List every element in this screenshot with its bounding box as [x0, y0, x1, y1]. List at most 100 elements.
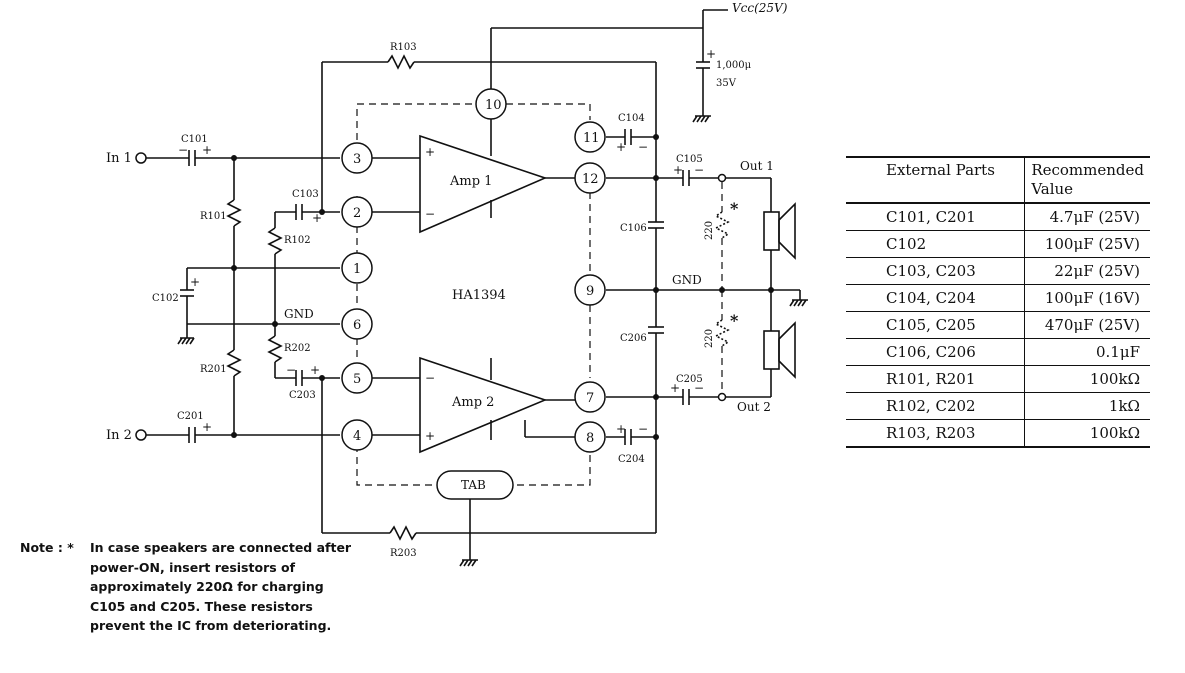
svg-text:11: 11: [583, 131, 600, 146]
r103-label: R103: [390, 42, 417, 53]
c206-label: C206: [620, 333, 647, 344]
amp1-triangle: [419, 134, 548, 234]
parts-cell: C105, C205: [846, 311, 1026, 339]
speaker-icon: [763, 178, 796, 290]
table-header-row: External Parts Recommended Value: [846, 156, 1150, 204]
r101-label: R101: [200, 211, 227, 222]
amp1-label: Amp 1: [449, 174, 492, 189]
pin-5: 5: [341, 362, 373, 394]
resistor-220-top: 220: [704, 221, 715, 240]
out1-label: Out 1: [740, 159, 774, 173]
svg-text:10: 10: [485, 98, 502, 113]
svg-text:8: 8: [586, 431, 594, 446]
pin-2: 2: [341, 196, 373, 228]
svg-text:12: 12: [582, 172, 599, 187]
parts-cell: R103, R203: [846, 419, 1026, 448]
svg-text:7: 7: [586, 391, 594, 406]
value-cell: 470μF (25V): [1024, 311, 1150, 339]
svg-text:+: +: [190, 275, 200, 289]
value-cell: 22μF (25V): [1024, 257, 1150, 285]
pin-3: 3: [341, 142, 373, 174]
gnd-label-left: GND: [284, 307, 314, 321]
svg-text:2: 2: [353, 206, 361, 221]
svg-text:−: −: [286, 363, 296, 377]
supply-cap-value: 1,000μ: [716, 60, 752, 71]
svg-text:−: −: [638, 140, 648, 154]
svg-text:+: +: [616, 140, 626, 154]
svg-text:+: +: [670, 381, 680, 395]
header-external-parts: External Parts: [846, 156, 1026, 204]
out2-label: Out 2: [737, 400, 771, 414]
c104-label: C104: [618, 113, 645, 124]
amp2-label: Amp 2: [451, 395, 494, 410]
svg-text:+: +: [616, 422, 626, 436]
r202-label: R202: [284, 343, 311, 354]
c205-label: C205: [676, 374, 703, 385]
value-cell: 100μF (16V): [1024, 284, 1150, 312]
amp2-triangle: [419, 356, 548, 454]
pin-6: 6: [341, 308, 373, 340]
value-cell: 0.1μF: [1024, 338, 1150, 366]
tab-label: TAB: [461, 478, 486, 492]
pin-1: 1: [341, 252, 373, 284]
r201-label: R201: [200, 364, 227, 375]
vcc-label: Vcc(25V): [732, 1, 788, 15]
note-block: Note : * In case speakers are connected …: [20, 538, 360, 636]
svg-text:−: −: [694, 381, 704, 395]
in1-label: In 1: [106, 151, 132, 166]
c201-label: C201: [177, 411, 204, 422]
svg-text:3: 3: [353, 152, 361, 167]
svg-text:+: +: [673, 163, 683, 177]
c105-label: C105: [676, 154, 703, 165]
pin-4: 4: [341, 419, 373, 451]
svg-text:9: 9: [586, 284, 594, 299]
pin-8: 8: [574, 421, 606, 453]
svg-text:−: −: [425, 207, 435, 221]
svg-text:+: +: [310, 363, 320, 377]
parts-cell: C103, C203: [846, 257, 1026, 285]
pin-9: 9: [574, 274, 606, 306]
svg-text:−: −: [425, 371, 435, 385]
value-cell: 100kΩ: [1024, 365, 1150, 393]
c101-label: C101: [181, 134, 208, 145]
resistor-220-bottom: 220: [704, 329, 715, 348]
value-cell: 1kΩ: [1024, 392, 1150, 420]
svg-text:4: 4: [353, 429, 361, 444]
pin-7: 7: [574, 381, 606, 413]
ic-name-label: HA1394: [452, 288, 506, 303]
svg-text:+: +: [202, 143, 212, 157]
svg-text:5: 5: [353, 372, 361, 387]
parts-cell: C104, C204: [846, 284, 1026, 312]
c204-label: C204: [618, 454, 645, 465]
parts-cell: R102, C202: [846, 392, 1026, 420]
pin-12: 12: [574, 162, 606, 194]
note-prefix: Note : *: [20, 540, 74, 555]
svg-text:+: +: [706, 47, 716, 61]
svg-text:−: −: [638, 422, 648, 436]
tab-pin: [436, 470, 514, 500]
supply-cap-voltage: 35V: [716, 78, 737, 89]
pin-11: 11: [574, 121, 606, 153]
value-cell: 4.7μF (25V): [1024, 203, 1150, 231]
r102-label: R102: [284, 235, 311, 246]
recommended-parts-table: External Parts Recommended Value C101, C…: [846, 156, 1150, 448]
parts-cell: C101, C201: [846, 203, 1026, 231]
asterisk-top: *: [730, 199, 739, 218]
value-cell: 100μF (25V): [1024, 230, 1150, 258]
r203-label: R203: [390, 548, 417, 559]
svg-text:+: +: [312, 211, 322, 225]
c103-label: C103: [292, 189, 319, 200]
svg-text:+: +: [202, 420, 212, 434]
value-cell: 100kΩ: [1024, 419, 1150, 448]
note-text: In case speakers are connected after pow…: [90, 540, 352, 633]
svg-text:6: 6: [353, 318, 361, 333]
header-recommended-value: Recommended Value: [1024, 156, 1150, 204]
svg-text:−: −: [694, 163, 704, 177]
